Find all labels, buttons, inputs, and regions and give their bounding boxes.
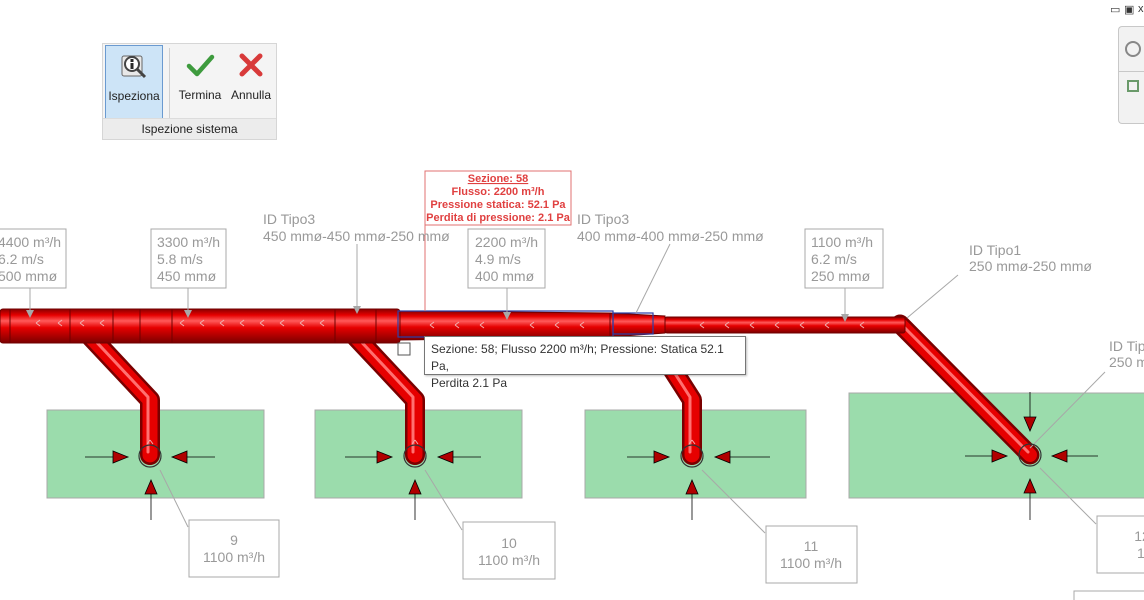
inspect-icon	[121, 55, 147, 79]
terminal-flow: 1100 m³/h	[203, 549, 265, 565]
fitting-dims: 250 mmø-250 mmø	[969, 258, 1092, 274]
terminal-number: 12	[1134, 528, 1144, 544]
minimize-icon[interactable]: ▭	[1110, 4, 1121, 16]
tag-flow: 2200 m³/h	[475, 234, 538, 250]
terminal-tag[interactable]: 11 1100 m³/h	[701, 469, 858, 584]
terminal-flow: 1100 m³/h	[780, 555, 842, 571]
terminal-number: 11	[804, 538, 819, 554]
flow-arrows	[35, 319, 865, 445]
view-navigation-toolbar[interactable]	[1118, 26, 1144, 124]
terminal-tag[interactable]: 10 1100 m³/h	[424, 469, 556, 580]
segment-tag[interactable]: 2200 m³/h 4.9 m/s 400 mmø	[467, 228, 546, 320]
fitting-type: ID Tipo1	[969, 242, 1021, 258]
annulla-label: Annulla	[230, 88, 272, 102]
fitting-type: ID Tipo3	[263, 211, 315, 227]
fitting-dims: 450 mmø-450 mmø-250 mmø	[263, 228, 450, 244]
section-label-loss: Perdita di pressione: 2.1 Pa	[426, 212, 571, 224]
ribbon-group-label: Ispezione sistema	[103, 118, 276, 139]
segment-tag[interactable]: 1100 m³/h 6.2 m/s 250 mmø	[804, 228, 884, 322]
zoom-icon[interactable]	[1127, 80, 1139, 92]
segment-tag[interactable]: 4400 m³/h 6.2 m/s 500 mmø	[0, 228, 67, 318]
fitting-label[interactable]: ID Tipo 250 m	[1029, 338, 1144, 449]
annulla-button[interactable]: Annulla	[227, 45, 275, 122]
branch-duct[interactable]	[80, 326, 160, 465]
tag-velocity: 6.2 m/s	[811, 251, 857, 267]
tag-size: 400 mmø	[475, 268, 535, 284]
tag-size: 500 mmø	[0, 268, 58, 284]
tooltip-line-1: Sezione: 58; Flusso 2200 m³/h; Pressione…	[431, 342, 724, 373]
terminal-flow: 1100	[1137, 545, 1144, 561]
termina-button[interactable]: Termina	[175, 45, 225, 122]
tag-size: 450 mmø	[157, 268, 217, 284]
tooltip-line-2: Perdita 2.1 Pa	[431, 376, 508, 390]
terminal-number: 10	[501, 535, 517, 551]
fitting-dims: 250 m	[1109, 354, 1144, 370]
ribbon-separator	[169, 48, 170, 118]
tag-velocity: 6.2 m/s	[0, 251, 44, 267]
selected-section-box[interactable]	[612, 312, 654, 335]
section-label-header: Sezione: 58	[468, 173, 529, 185]
terminal-tag-partial[interactable]	[1073, 590, 1144, 600]
fitting-dims: 400 mmø-400 mmø-250 mmø	[577, 228, 764, 244]
section-tooltip: Sezione: 58; Flusso 2200 m³/h; Pressione…	[424, 336, 746, 390]
close-icon[interactable]: x	[1138, 3, 1144, 15]
cancel-x-icon	[239, 53, 263, 77]
checkmark-icon	[186, 54, 215, 77]
toolbar-divider	[1119, 71, 1144, 72]
fitting-type: ID Tipo3	[577, 211, 629, 227]
section-label-static: Pressione statica: 52.1 Pa	[430, 199, 566, 211]
section-label-flow: Flusso: 2200 m³/h	[452, 186, 545, 198]
ispeziona-button[interactable]: Ispeziona	[105, 45, 163, 122]
fitting-label[interactable]: ID Tipo3 400 mmø-400 mmø-250 mmø	[577, 211, 764, 314]
fitting-label[interactable]: ID Tipo1 250 mmø-250 mmø	[906, 242, 1092, 319]
terminal-tag[interactable]: 12 1100	[1039, 467, 1144, 574]
diffuser-symbols	[85, 392, 1098, 520]
terminal-tag[interactable]: 9 1100 m³/h	[159, 469, 280, 578]
terminal-number: 9	[230, 532, 238, 548]
fitting-type: ID Tipo	[1109, 338, 1144, 354]
ribbon-panel-ispezione: Ispeziona Termina Annulla Ispezione sist…	[102, 43, 277, 140]
branch-duct[interactable]	[345, 326, 425, 465]
tag-size: 250 mmø	[811, 268, 871, 284]
tag-flow: 3300 m³/h	[157, 234, 220, 250]
ispeziona-label: Ispeziona	[108, 89, 160, 103]
termina-label: Termina	[178, 88, 222, 102]
tag-flow: 4400 m³/h	[0, 234, 61, 250]
terminal-flow: 1100 m³/h	[478, 552, 540, 568]
restore-icon[interactable]: ▣	[1124, 4, 1135, 16]
segment-tag[interactable]: 3300 m³/h 5.8 m/s 450 mmø	[150, 228, 227, 318]
steering-wheel-icon[interactable]	[1125, 41, 1141, 57]
tag-velocity: 5.8 m/s	[157, 251, 203, 267]
tag-velocity: 4.9 m/s	[475, 251, 521, 267]
branch-duct[interactable]	[890, 314, 1040, 465]
tag-flow: 1100 m³/h	[811, 234, 873, 250]
tooltip-anchor	[397, 342, 411, 356]
section-info-box: Sezione: 58 Flusso: 2200 m³/h Pressione …	[424, 170, 572, 311]
fitting-label[interactable]: ID Tipo3 450 mmø-450 mmø-250 mmø	[263, 211, 450, 314]
